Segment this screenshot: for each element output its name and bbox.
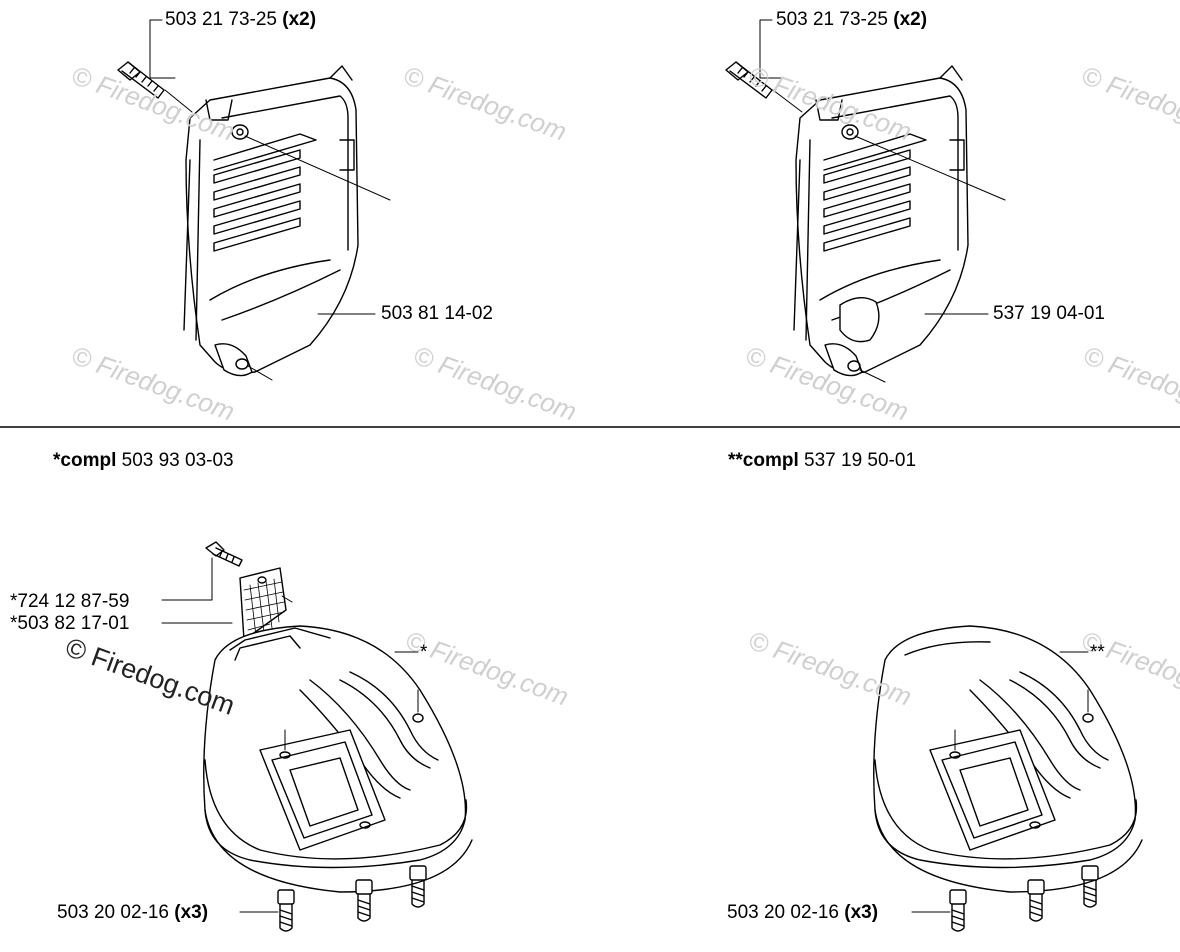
callout-screw-left: 503 21 73-25 (x2) bbox=[165, 9, 317, 30]
filter-housing-icon bbox=[873, 625, 1143, 893]
bolt-icon bbox=[1081, 865, 1099, 908]
callout-housing-left: * bbox=[420, 642, 428, 663]
small-screw-icon bbox=[205, 541, 243, 567]
callout-cover-left: 503 81 14-02 bbox=[381, 303, 493, 324]
bolt-icon bbox=[277, 889, 295, 932]
bolt-icon bbox=[1027, 879, 1045, 922]
callout-bolts-right: 503 20 02-16 (x3) bbox=[727, 902, 879, 923]
side-cover-icon bbox=[793, 65, 969, 377]
callout-bolts-left: 503 20 02-16 (x3) bbox=[57, 902, 209, 923]
filter-plate-icon bbox=[239, 567, 287, 641]
filter-housing-icon bbox=[203, 625, 473, 893]
kit-label-left: *compl 503 93 03-03 bbox=[53, 450, 234, 471]
bolt-icon bbox=[355, 879, 373, 922]
callout-screw-right: 503 21 73-25 (x2) bbox=[776, 9, 928, 30]
screw-icon bbox=[725, 61, 773, 99]
callout-filter-plate: *503 82 17-01 bbox=[10, 613, 130, 634]
side-cover-icon bbox=[183, 65, 359, 377]
callout-cover-right: 537 19 04-01 bbox=[993, 303, 1105, 324]
bolt-icon bbox=[949, 889, 967, 932]
callout-small-screw: *724 12 87-59 bbox=[10, 591, 130, 612]
screw-icon bbox=[117, 61, 165, 99]
callout-housing-right: ** bbox=[1090, 642, 1105, 663]
kit-label-right: **compl 537 19 50-01 bbox=[728, 450, 917, 471]
bolt-icon bbox=[409, 865, 427, 908]
